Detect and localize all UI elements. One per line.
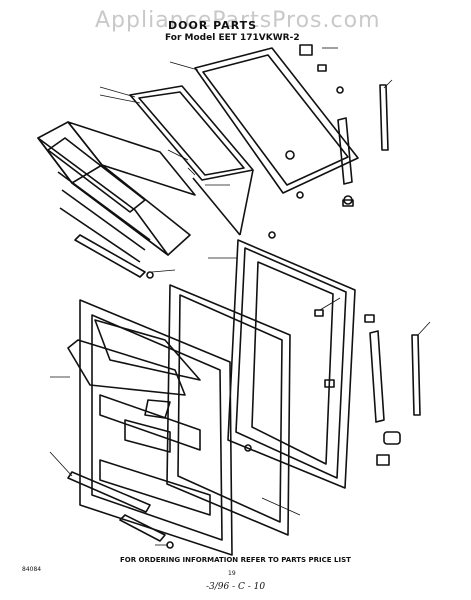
leader-lines [49, 47, 431, 546]
handle-bracket-upper [337, 117, 353, 185]
fresh-food-door-outer [67, 299, 233, 556]
hinge-strip-lower [411, 334, 421, 416]
freezer-door-outer [37, 121, 196, 263]
hinge-strip-upper [379, 84, 389, 151]
handle-bracket-lower [369, 330, 385, 423]
fresh-food-door-liner [166, 284, 291, 536]
freezer-door-trim [74, 234, 146, 278]
ordering-note: FOR ORDERING INFORMATION REFER TO PARTS … [120, 556, 351, 564]
freezer-door-liner [129, 85, 254, 236]
fresh-food-door-gasket [227, 239, 356, 489]
watermark: AppliancePartsPros.com [95, 8, 381, 33]
diagram-title: DOOR PARTS [168, 19, 258, 32]
small-hardware [146, 44, 401, 549]
handwritten-note: -3/96 - C - 10 [206, 582, 266, 592]
code-left: 84084 [22, 566, 42, 573]
freezer-door-gasket [194, 47, 359, 194]
page-number: 19 [228, 570, 236, 577]
model-subtitle: For Model EET 171VKWR-2 [165, 33, 300, 43]
